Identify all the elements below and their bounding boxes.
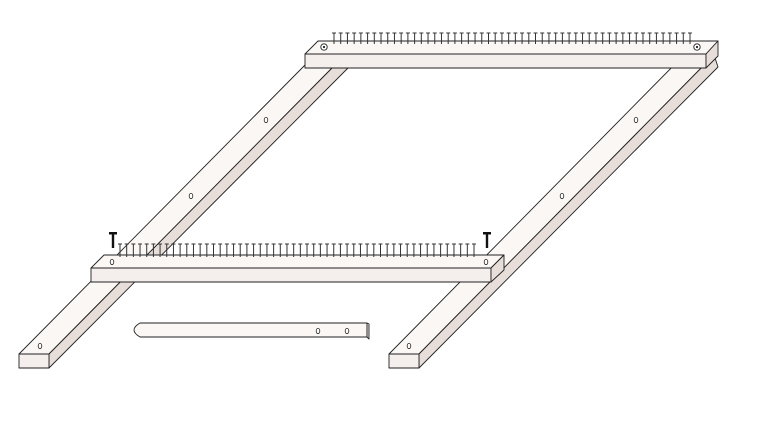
rail-hole <box>263 117 269 124</box>
rail-hole <box>633 117 639 124</box>
stick-hole <box>344 327 350 334</box>
back-nail-row <box>332 32 692 44</box>
screw-slot <box>322 45 326 49</box>
right-rail <box>388 54 719 369</box>
rail-hole <box>559 192 565 199</box>
back-crossbar <box>304 32 719 69</box>
left-rail <box>18 62 350 369</box>
crossbar-hole <box>483 258 489 265</box>
front-crossbar <box>90 243 505 283</box>
crossbar-hole <box>109 258 115 265</box>
rail-hole <box>37 342 43 349</box>
front-nail-row <box>118 243 476 257</box>
loose-stick <box>133 322 370 340</box>
screw-slot <box>695 45 699 49</box>
stick-hole <box>315 327 321 334</box>
rail-hole <box>188 192 194 199</box>
tack-right <box>483 232 491 248</box>
tack-left <box>109 232 117 248</box>
rail-hole <box>406 342 412 349</box>
